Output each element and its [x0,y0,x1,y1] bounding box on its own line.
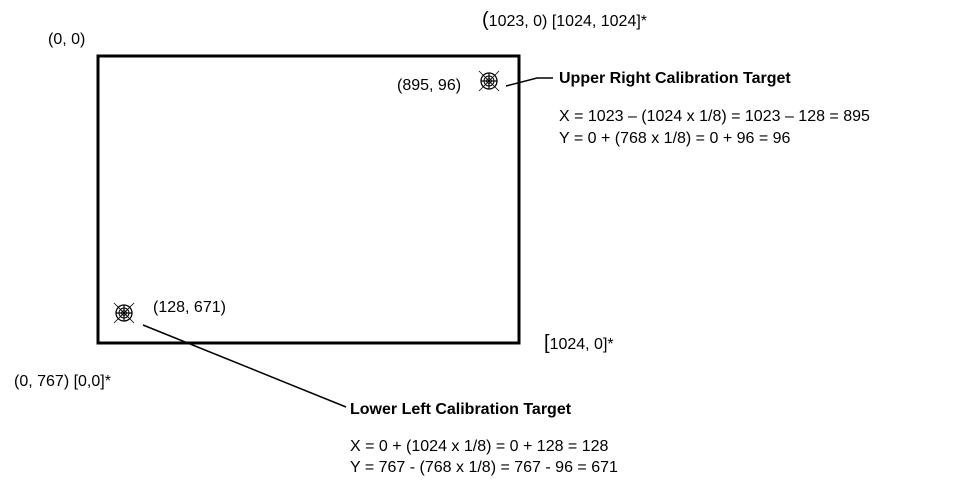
bottom-right-open-bracket: [ [544,332,550,354]
upper-right-y-formula: Y = 0 + (768 x 1/8) = 0 + 96 = 96 [559,130,791,147]
lower-left-target-coord: (128, 671) [153,299,226,316]
lower-left-x-formula: X = 0 + (1024 x 1/8) = 0 + 128 = 128 [350,438,609,455]
upper-right-crosshair-icon [478,70,500,92]
bottom-left-corner-label: (0, 767) [0,0]* [14,373,111,390]
upper-right-x-formula: X = 1023 – (1024 x 1/8) = 1023 – 128 = 8… [559,108,870,125]
bottom-right-corner-text: 1024, 0]* [549,336,614,353]
top-right-corner-label: (1023, 0) [1024, 1024]* [482,9,648,31]
upper-right-target-coord: (895, 96) [397,77,462,94]
lower-left-target-heading: Lower Left Calibration Target [350,401,572,418]
bottom-right-corner-label: [1024, 0]* [544,332,614,354]
lower-left-leader-line [142,324,347,408]
lower-left-y-formula: Y = 767 - (768 x 1/8) = 767 - 96 = 671 [350,459,618,476]
screen-rectangle [96,54,521,345]
upper-right-target-heading: Upper Right Calibration Target [559,70,791,87]
top-left-corner-label: (0, 0) [48,31,86,48]
lower-left-crosshair-icon [113,302,135,324]
top-right-corner-text: 1023, 0) [1024, 1024]* [488,13,648,30]
upper-right-leader-line [505,77,553,87]
top-right-open-paren: ( [482,9,489,31]
